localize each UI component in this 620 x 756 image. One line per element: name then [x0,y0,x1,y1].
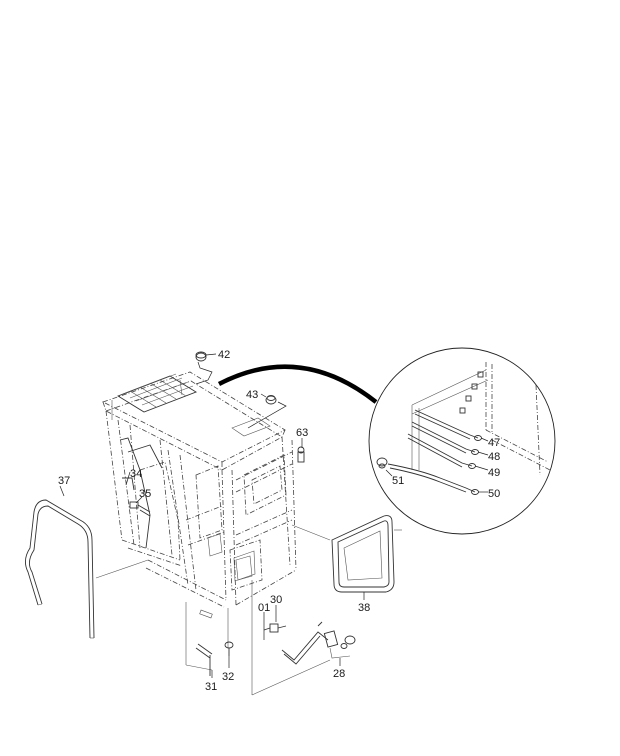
harness-wire-49 [407,433,476,469]
lower-guide-lines [185,580,331,696]
part-43-grommet [247,393,287,429]
part-51-connector [376,457,393,477]
part-28-latch [281,621,356,666]
callout-47: 47 [488,437,500,449]
callout-42: 42 [218,349,230,361]
callout-01: 01 [258,602,270,614]
roof-vent-grille [116,373,198,413]
harness-wire-47 [414,409,482,441]
callout-32: 32 [222,671,234,683]
detail-link-arc [217,364,378,404]
callout-48: 48 [488,451,500,463]
callout-37: 37 [58,475,70,487]
callout-50: 50 [488,488,500,500]
callout-30: 30 [270,594,282,606]
callout-35: 35 [139,488,151,500]
callout-34: 34 [130,468,142,480]
part-37-seal [25,485,149,639]
detail-circle [368,347,556,535]
part-32-washer [224,641,234,668]
callout-38: 38 [358,602,370,614]
part-31-pin [195,609,213,678]
callout-31: 31 [205,681,217,693]
callout-49: 49 [488,467,500,479]
callout-28: 28 [333,668,345,680]
part-30-bolt [263,605,287,640]
callout-43: 43 [246,389,258,401]
callout-51: 51 [392,475,404,487]
part-38-window [291,515,402,600]
part-35-bolt [129,496,151,517]
callout-63: 63 [296,427,308,439]
part-34-hinge [122,471,135,491]
cab-frame [101,371,305,608]
part-42-cap [195,351,217,385]
